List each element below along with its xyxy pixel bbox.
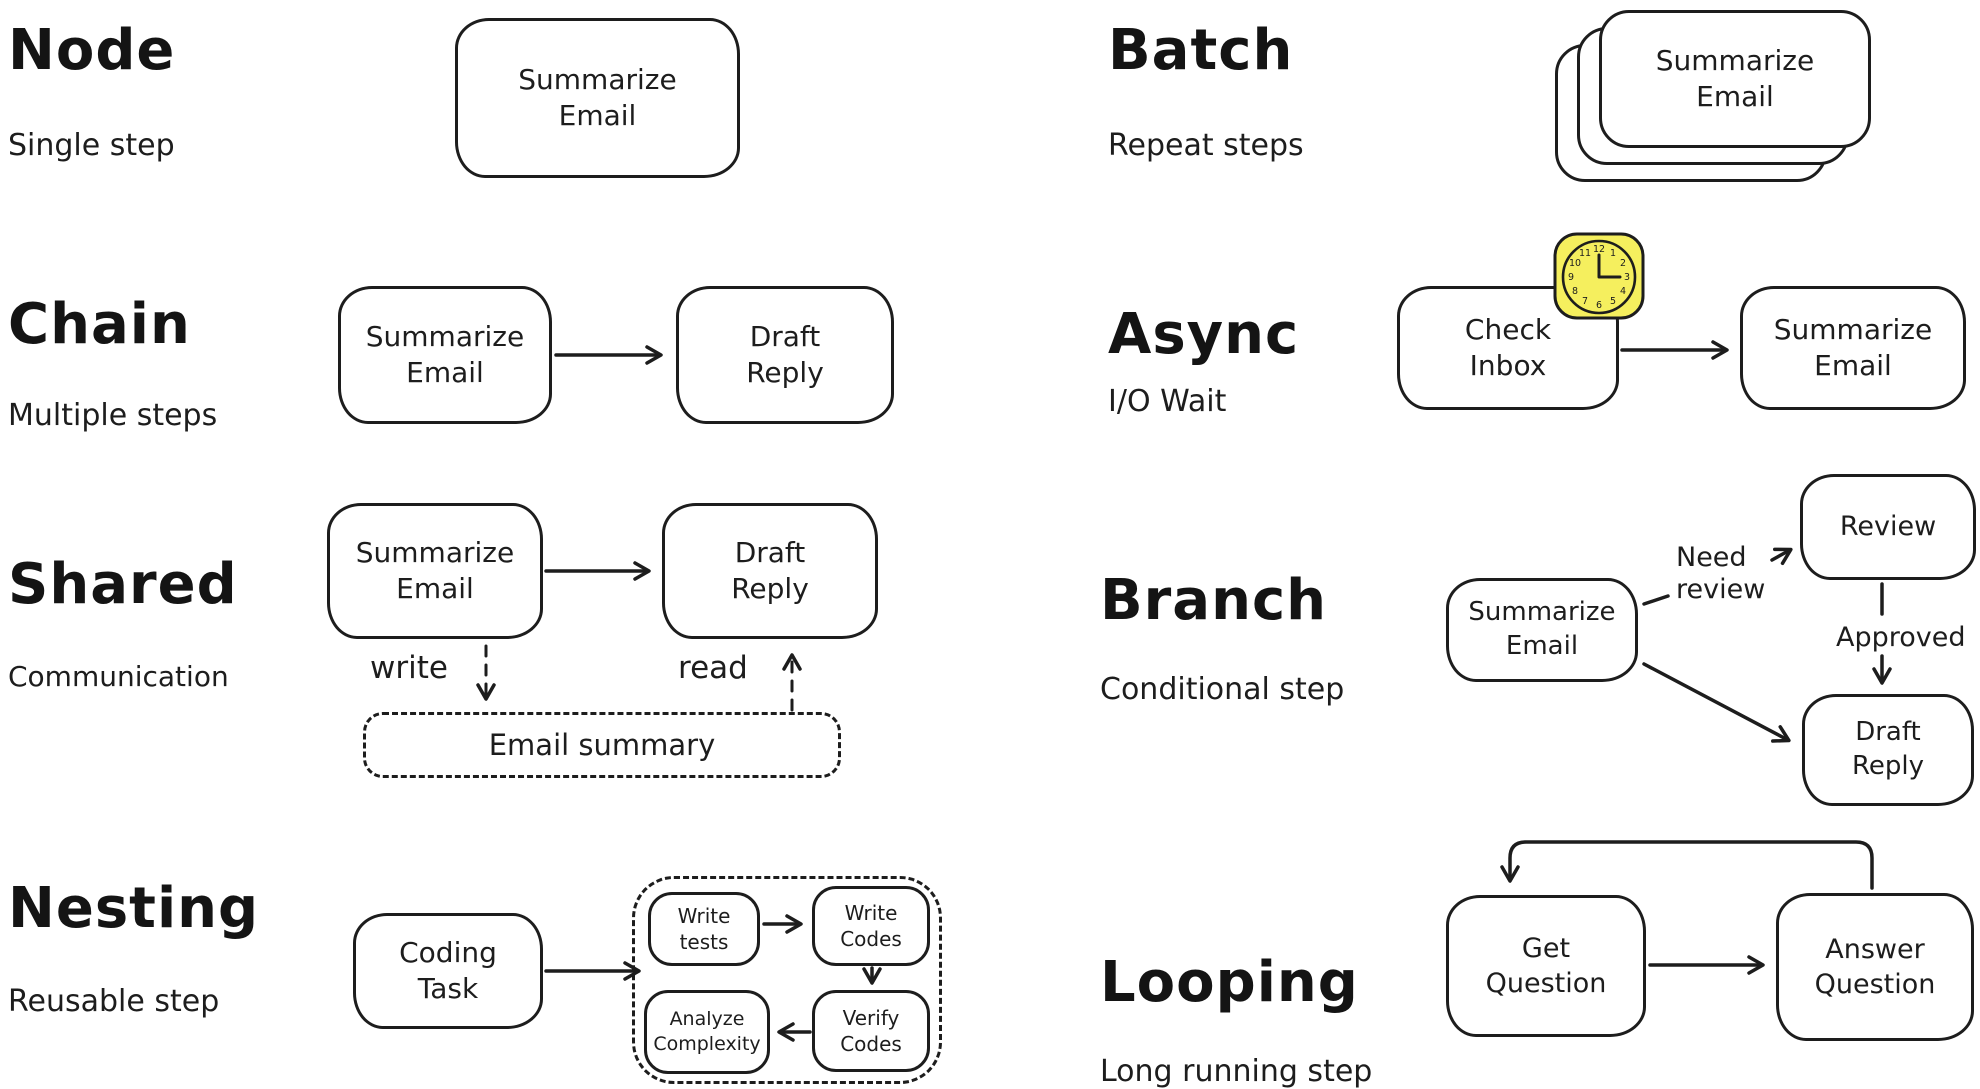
approved-edge-label: Approved bbox=[1836, 622, 1966, 653]
branch-step2-box: Draft Reply bbox=[1802, 694, 1974, 806]
shared-step1-box: Summarize Email bbox=[327, 503, 543, 639]
chain-section-subtitle: Multiple steps bbox=[8, 398, 218, 433]
nesting-outer-step-box: Coding Task bbox=[353, 913, 543, 1029]
read-edge-label: read bbox=[678, 650, 748, 686]
looping-step2-box: Answer Question bbox=[1776, 893, 1974, 1041]
clock-icon: 12 1 2 3 4 5 6 7 8 9 10 11 bbox=[1553, 232, 1645, 320]
clock-number: 2 bbox=[1620, 258, 1626, 269]
arrow-branch-direct-draft bbox=[1642, 662, 1791, 743]
write-edge-label: write bbox=[370, 650, 448, 686]
clock-number: 5 bbox=[1610, 296, 1616, 307]
clock-number: 10 bbox=[1569, 258, 1581, 269]
clock-number: 6 bbox=[1596, 300, 1602, 311]
nesting-inner-step1-box: Write tests bbox=[648, 892, 760, 966]
nesting-inner-step4-box: Analyze Complexity bbox=[644, 990, 770, 1074]
looping-section-title: Looping bbox=[1100, 950, 1359, 1015]
chain-step1-box: Summarize Email bbox=[338, 286, 552, 424]
clock-number: 4 bbox=[1620, 286, 1626, 297]
shared-section-title: Shared bbox=[8, 552, 238, 617]
async-section-subtitle: I/O Wait bbox=[1108, 384, 1227, 419]
batch-section-subtitle: Repeat steps bbox=[1108, 128, 1304, 163]
clock-number: 12 bbox=[1593, 244, 1605, 255]
nesting-section-title: Nesting bbox=[8, 876, 260, 941]
looping-step1-box: Get Question bbox=[1446, 895, 1646, 1037]
async-step2-box: Summarize Email bbox=[1740, 286, 1966, 410]
chain-step2-box: Draft Reply bbox=[676, 286, 894, 424]
chain-section-title: Chain bbox=[8, 292, 191, 357]
clock-number: 3 bbox=[1624, 272, 1630, 283]
node-section-title: Node bbox=[8, 18, 176, 83]
nesting-section-subtitle: Reusable step bbox=[8, 984, 220, 1019]
batch-stack-card-front: Summarize Email bbox=[1599, 10, 1871, 148]
arrow-branch-need-review-head bbox=[1770, 547, 1793, 566]
node-step-box: Summarize Email bbox=[455, 18, 740, 178]
clock-number: 7 bbox=[1582, 296, 1588, 307]
need-review-edge-label: Need review bbox=[1676, 542, 1766, 606]
clock-number: 1 bbox=[1610, 248, 1616, 259]
arrow-looping-back bbox=[1500, 840, 1874, 890]
branch-section-subtitle: Conditional step bbox=[1100, 672, 1345, 707]
shared-section-subtitle: Communication bbox=[8, 660, 229, 693]
branch-review-box: Review bbox=[1800, 474, 1976, 580]
clock-number: 11 bbox=[1579, 248, 1591, 259]
nesting-inner-step2-box: Write Codes bbox=[812, 886, 930, 966]
arrow-branch-need-review-tail bbox=[1642, 594, 1670, 606]
async-step1-box: Check Inbox bbox=[1397, 286, 1619, 410]
shared-store-box: Email summary bbox=[363, 712, 841, 778]
batch-section-title: Batch bbox=[1108, 18, 1294, 83]
looping-section-subtitle: Long running step bbox=[1100, 1054, 1373, 1089]
branch-section-title: Branch bbox=[1100, 568, 1328, 633]
clock-number: 9 bbox=[1568, 272, 1574, 283]
nesting-inner-step3-box: Verify Codes bbox=[812, 990, 930, 1072]
async-section-title: Async bbox=[1108, 302, 1300, 367]
clock-number: 8 bbox=[1572, 286, 1578, 297]
node-section-subtitle: Single step bbox=[8, 128, 175, 163]
shared-step2-box: Draft Reply bbox=[662, 503, 878, 639]
branch-step1-box: Summarize Email bbox=[1446, 578, 1638, 682]
clock-hands bbox=[1597, 253, 1622, 279]
